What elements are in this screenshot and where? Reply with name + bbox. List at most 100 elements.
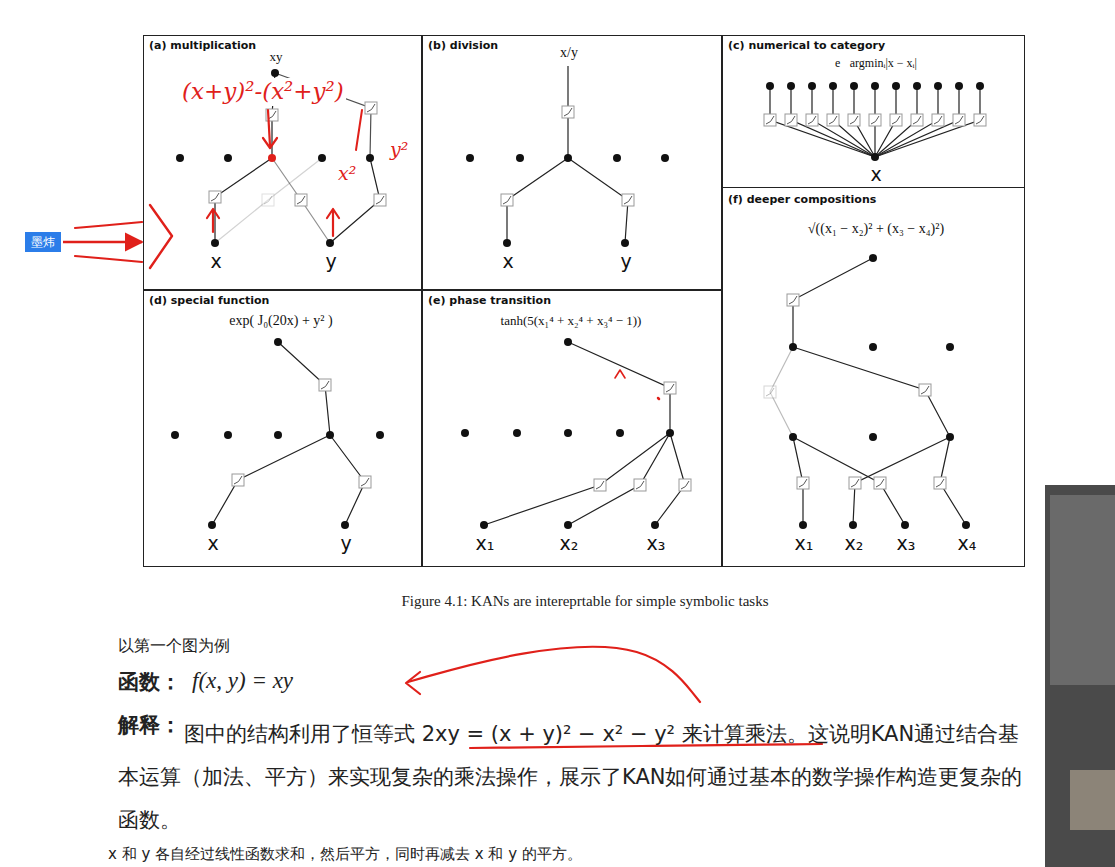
handwritten-note: y² [390, 138, 408, 161]
activation-curve [936, 479, 944, 487]
formula-text: x [207, 532, 218, 555]
formula-text: √((x₁ − x₂)² + (x₃ − x₄)²) [808, 221, 944, 238]
red-pen-stroke [327, 209, 339, 218]
section-note: 以第一个图为例 [118, 636, 230, 655]
activation-box-frame [874, 477, 886, 489]
activation-box-frame [869, 114, 881, 126]
figure-caption: Figure 4.1: KANs are intereprtable for s… [401, 592, 768, 610]
connector-group [63, 242, 142, 243]
network-dot [871, 153, 879, 161]
network-dots [171, 69, 984, 529]
network-edge [568, 342, 670, 433]
formula-text: x [502, 250, 513, 273]
network-dot [869, 254, 877, 262]
activation-curve [766, 116, 774, 124]
activation-box-frame [787, 294, 799, 306]
network-edge [793, 347, 950, 437]
network-dot [211, 239, 219, 247]
red-pen-stroke [408, 647, 700, 702]
activation-box [827, 114, 839, 126]
activation-box-frame [827, 114, 839, 126]
activation-curve [624, 196, 632, 204]
activation-curve [955, 116, 963, 124]
figure-panel: (c) numerical to categorye⃗argminᵢ|x − x… [722, 35, 1025, 188]
network-edge [793, 258, 873, 347]
network-dot [787, 82, 795, 90]
network-dot [366, 154, 374, 162]
network-dot [274, 431, 282, 439]
network-dot [224, 431, 232, 439]
activation-box-frame [501, 194, 513, 206]
activation-box-frame [974, 114, 986, 126]
network-dot [901, 521, 909, 529]
activation-box [622, 194, 634, 206]
activation-box [501, 194, 513, 206]
formula-text: y [325, 250, 336, 273]
figure-panel: (d) special functionexp( J₀(20x) + y² )x… [143, 290, 422, 567]
bold-term: 解释： [118, 713, 181, 738]
activation-curve [851, 479, 859, 487]
activation-box-frame [919, 384, 931, 396]
network-edges [212, 66, 980, 525]
activation-box [319, 379, 331, 391]
network-dot [871, 82, 879, 90]
activation-box [953, 114, 965, 126]
activation-curve [596, 481, 604, 489]
formula-text: x₃ [647, 532, 666, 555]
network-edge [215, 158, 322, 243]
network-dot [621, 239, 629, 247]
activation-box-frame [374, 194, 386, 206]
network-dot [616, 429, 624, 437]
activation-box-frame [806, 114, 818, 126]
activation-curve [234, 476, 242, 484]
network-dot [461, 429, 469, 437]
activation-box [679, 479, 691, 491]
activation-box [295, 194, 307, 206]
activation-box [359, 476, 371, 488]
activation-box-frame [295, 194, 307, 206]
activation-box-frame [890, 114, 902, 126]
red-pen-stroke [406, 672, 420, 694]
red-pen-stroke [658, 398, 659, 399]
formula-text: xy [270, 49, 283, 65]
panel-title: (b) division [428, 39, 498, 52]
network-dot [271, 69, 279, 77]
red-pen-stroke [332, 210, 334, 236]
activation-box-frame [232, 474, 244, 486]
activation-box [232, 474, 244, 486]
activation-curve [829, 116, 837, 124]
network-edge [770, 86, 875, 157]
network-dot [766, 82, 774, 90]
formula-text: f(x, y) = xy [192, 667, 293, 695]
network-dot [913, 82, 921, 90]
activation-box-frame [319, 379, 331, 391]
activation-box-frame [764, 114, 776, 126]
activation-curve [297, 196, 305, 204]
formula-text: x [210, 250, 221, 273]
activation-curve [264, 196, 272, 204]
activation-box [919, 384, 931, 396]
activation-curve [361, 478, 369, 486]
activation-box [785, 114, 797, 126]
activation-curve [766, 388, 774, 396]
network-dot [613, 154, 621, 162]
name-tag-text: 墨炜 [31, 234, 55, 250]
network-edge [875, 86, 980, 157]
network-dot [946, 433, 954, 441]
network-dot [976, 82, 984, 90]
formula-text: x/y [560, 45, 578, 62]
network-dot [946, 343, 954, 351]
activation-curve [892, 116, 900, 124]
activation-box-frame [634, 479, 646, 491]
panel-title: (d) special function [149, 294, 269, 307]
network-dot [651, 521, 659, 529]
formula-text: x₂ [845, 532, 864, 555]
activation-box-frame [664, 382, 676, 394]
network-dot [326, 431, 334, 439]
panel-title: (f) deeper compositions [728, 193, 876, 206]
activation-box [911, 114, 923, 126]
network-dot [892, 82, 900, 90]
activation-box [562, 106, 574, 118]
activation-box-frame [934, 477, 946, 489]
network-dot [955, 82, 963, 90]
